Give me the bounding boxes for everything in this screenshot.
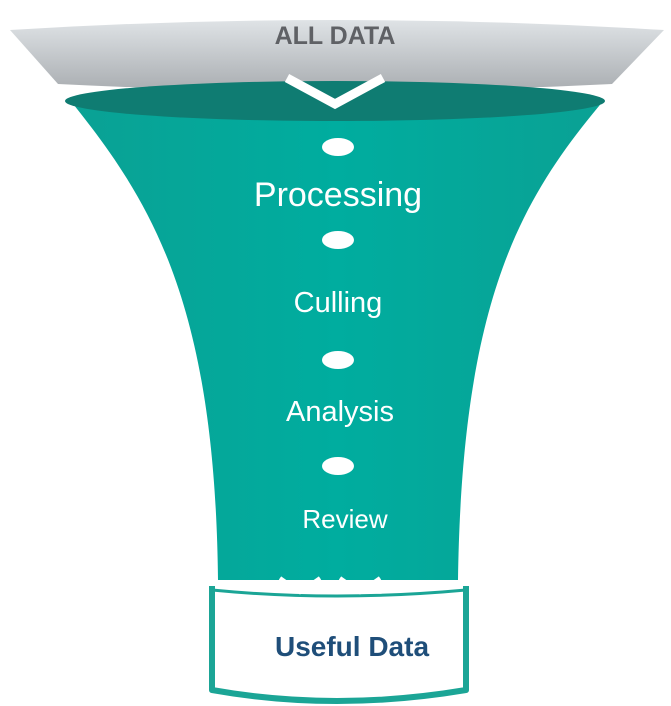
- chevron-down-icon: [284, 74, 386, 110]
- bucket-rim-curve: [211, 588, 467, 598]
- stage-bullet-culling: [322, 231, 354, 249]
- all-data-label: ALL DATA: [275, 22, 396, 50]
- stage-label-processing: Processing: [254, 176, 422, 214]
- stage-bullet-review: [322, 457, 354, 475]
- stage-bullet-processing: [322, 138, 354, 156]
- stage-bullet-analysis: [322, 351, 354, 369]
- stage-label-analysis: Analysis: [286, 396, 394, 428]
- useful-data-label: Useful Data: [275, 631, 429, 662]
- stage-label-culling: Culling: [294, 287, 383, 319]
- funnel-body: [70, 100, 604, 580]
- output-bucket: [209, 586, 469, 704]
- funnel-top-rim: [10, 20, 664, 91]
- stage-label-review: Review: [302, 504, 387, 534]
- neck-chevrons: [278, 576, 382, 595]
